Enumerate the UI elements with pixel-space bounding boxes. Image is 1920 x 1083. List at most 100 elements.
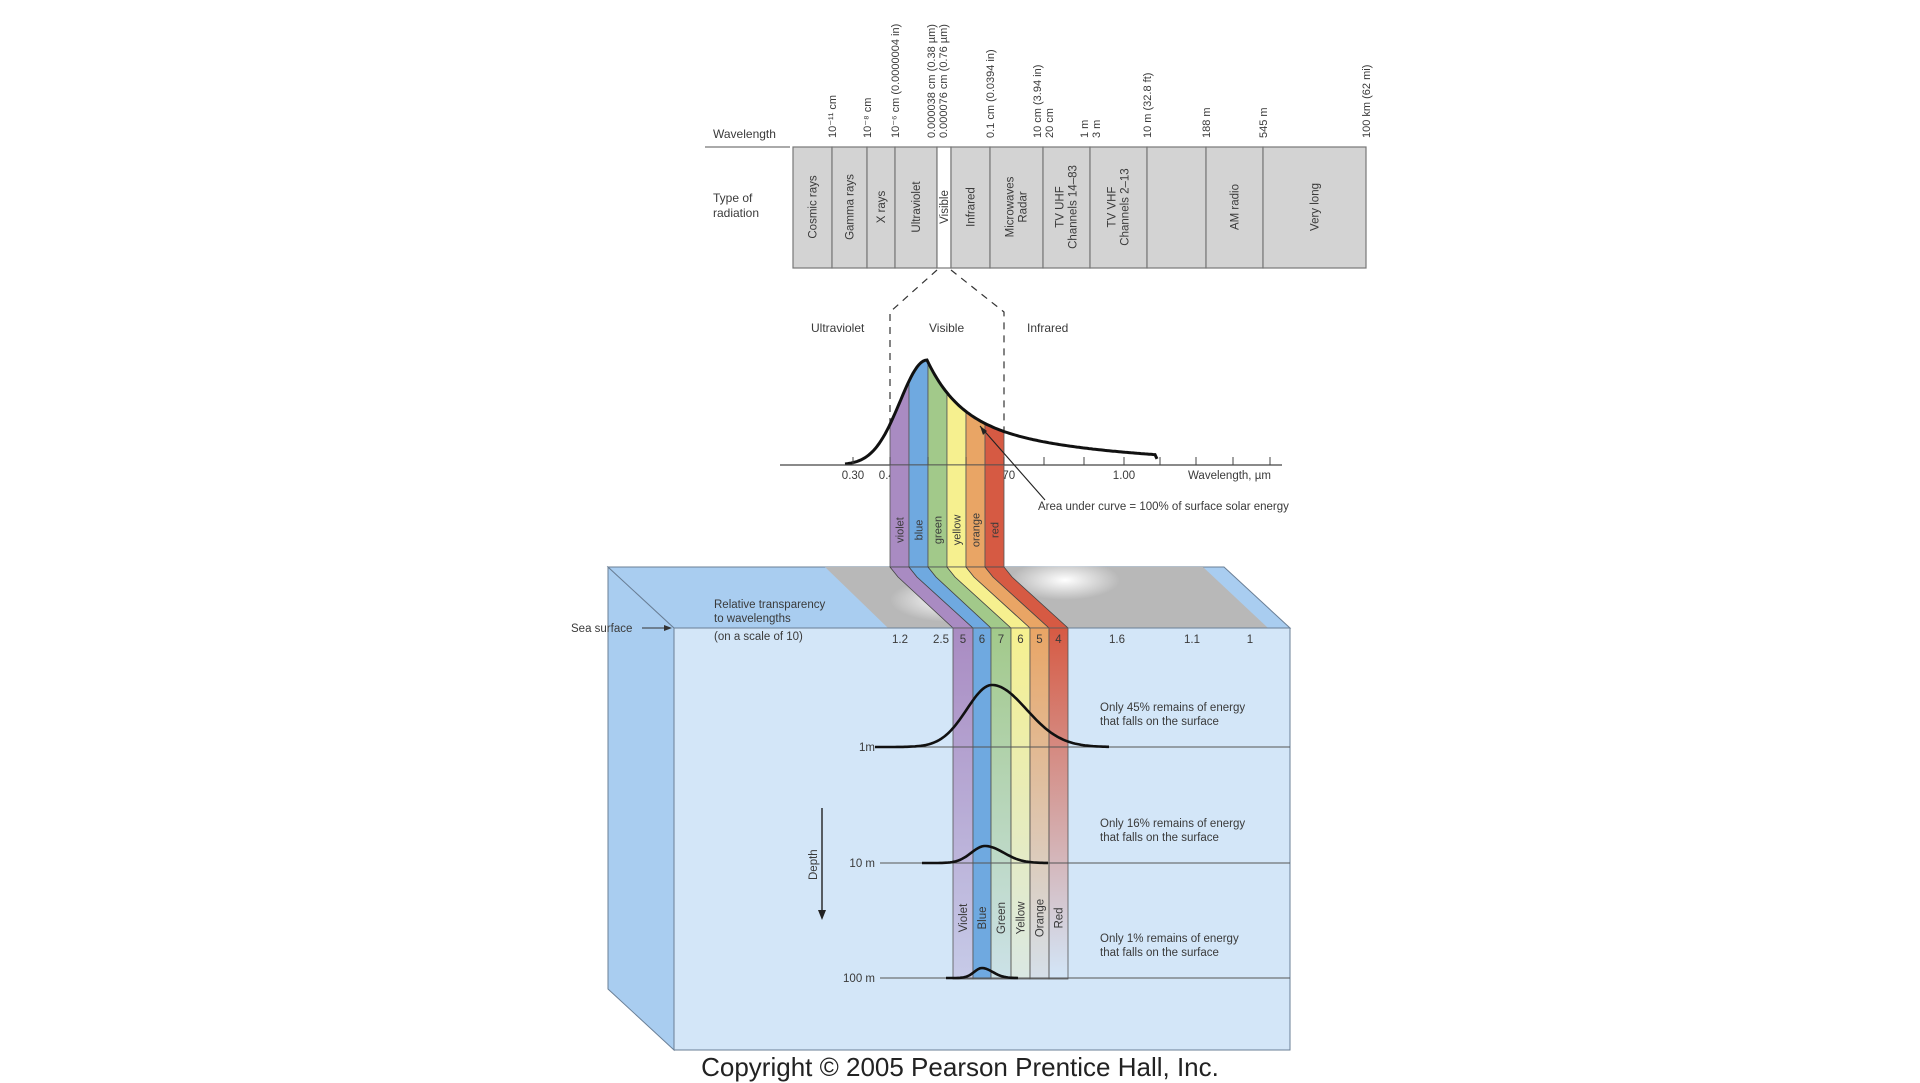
energy-remaining-note: Only 16% remains of energy (1100, 818, 1245, 830)
band-name-label: violet (895, 517, 907, 543)
beam-band-violet (889, 464, 910, 568)
energy-remaining-note: Only 45% remains of energy (1100, 702, 1245, 714)
radiation-type-label: Microwaves (1005, 176, 1017, 237)
radiation-type-label: Radar (1018, 191, 1030, 222)
transparency-value: 2.5 (933, 634, 949, 646)
radiation-type-label: Channels 14–83 (1068, 165, 1080, 249)
wavelength-label: Wavelength (713, 127, 776, 141)
wavelength-tick-label: 0.000038 cm (0.38 µm) (926, 24, 938, 138)
radiation-type-label: Infrared (966, 187, 978, 227)
region-label-ultraviolet: Ultraviolet (811, 321, 865, 335)
transparency-label-line2: to wavelengths (714, 613, 791, 625)
radiation-cell (1262, 146, 1367, 269)
axis-tick-label: 0.30 (842, 470, 864, 482)
radiation-type-label: Visible (939, 190, 951, 224)
sea-surface-label: Sea surface (571, 623, 632, 635)
deep-band-label: Yellow (1016, 901, 1028, 935)
energy-remaining-note: that falls on the surface (1100, 832, 1219, 844)
transparency-label-line1: Relative transparency (714, 599, 825, 611)
ocean-block: Violet Blue Green Yellow Orange Red Relative … (571, 560, 1292, 1052)
deep-band-label: Green (996, 902, 1008, 934)
energy-remaining-note: Only 1% remains of energy (1100, 933, 1239, 945)
transparency-label-line3: (on a scale of 10) (714, 631, 803, 643)
wavelength-tick-label: 10⁻⁶ cm (0.0000004 in) (890, 24, 902, 138)
band-name-label: green (933, 516, 945, 544)
area-under-curve-note: Area under curve = 100% of surface solar… (1038, 501, 1289, 513)
wavelength-tick-label: 0.000076 cm (0.76 µm) (938, 24, 950, 138)
transparency-value: 5 (1036, 634, 1042, 646)
annotation-arrowhead (980, 426, 987, 435)
radiation-cell (1146, 146, 1207, 269)
sea-surface-arrowhead (664, 625, 672, 631)
wavelength-tick-label: 20 cm (1044, 108, 1056, 138)
band-name-label: blue (914, 520, 926, 541)
wavelength-tick-label: 10 m (32.8 ft) (1142, 73, 1154, 138)
visible-projection (889, 269, 1005, 430)
wavelength-tick-label: 10⁻¹¹ cm (827, 95, 839, 138)
spectrum-table: Wavelength Type of radiation Cosmic rays… (705, 24, 1373, 269)
light-glow-right (1010, 560, 1120, 600)
block-left-face (607, 565, 675, 1052)
wavelength-tick-label: 10 cm (3.94 in) (1032, 65, 1044, 138)
copyright-text: Copyright © 2005 Pearson Prentice Hall, … (701, 1052, 1219, 1082)
transparency-value: 1.2 (892, 634, 908, 646)
energy-remaining-note: that falls on the surface (1100, 947, 1219, 959)
wavelength-axis-label: Wavelength, µm (1188, 470, 1271, 482)
solar-curve-chart: Ultraviolet Visible Infrared 0.300.400.5… (780, 321, 1289, 568)
attenuated-energy-curve (922, 844, 1048, 865)
band-name-label: yellow (952, 515, 964, 546)
radiation-type-label: X rays (876, 190, 888, 223)
wavelength-tick-label: 10⁻⁸ cm (862, 98, 874, 138)
radiation-type-label: Very long (1310, 183, 1322, 231)
wavelength-tick-label: 545 m (1258, 107, 1270, 138)
band-name-label: orange (971, 513, 983, 547)
band-name-label: red (990, 522, 1002, 538)
annotation-arrow (979, 425, 1046, 501)
radiation-cell (1042, 146, 1091, 269)
depth-level-label: 1m (859, 742, 875, 754)
solar-energy-curve (844, 358, 1159, 466)
radiation-type-label: Channels 2–13 (1120, 168, 1132, 245)
deep-band-label: Orange (1035, 899, 1047, 937)
region-label-infrared: Infrared (1027, 321, 1068, 335)
transparency-value: 1 (1247, 634, 1253, 646)
transparency-value: 6 (1017, 634, 1023, 646)
transparency-value: 4 (1055, 634, 1062, 646)
transparency-value: 7 (998, 634, 1004, 646)
radiation-type-label: TV UHF (1055, 186, 1067, 228)
attenuated-energy-curve (946, 966, 1019, 980)
radiation-type-label: TV VHF (1107, 187, 1119, 228)
deep-band-label: Red (1054, 907, 1066, 928)
depth-arrowhead (818, 910, 826, 920)
energy-remaining-note: that falls on the surface (1100, 716, 1219, 728)
beam-band-red (984, 464, 1005, 568)
deep-band-red (1048, 627, 1069, 980)
radiation-type-label: Cosmic rays (808, 175, 820, 239)
type-label-line2: radiation (713, 206, 759, 220)
deep-band-label: Violet (958, 903, 970, 932)
depth-level-label: 100 m (843, 973, 875, 985)
wavelength-tick-label: 1 m (1079, 120, 1091, 138)
wavelength-tick-label: 0.1 cm (0.0394 in) (985, 49, 997, 138)
radiation-type-label: AM radio (1230, 184, 1242, 230)
radiation-cell (1089, 146, 1148, 269)
transparency-value: 1.1 (1184, 634, 1200, 646)
wavelength-tick-label: 3 m (1091, 120, 1103, 138)
beam-band-blue (908, 464, 929, 568)
radiation-cell (989, 146, 1044, 269)
projection-line-right (950, 269, 1005, 430)
deep-band-label: Blue (977, 906, 989, 929)
transparency-value: 5 (960, 634, 966, 646)
radiation-cell (1205, 146, 1264, 269)
radiation-type-label: Gamma rays (845, 174, 857, 240)
radiation-cell (831, 146, 868, 269)
depth-label: Depth (808, 849, 820, 880)
region-label-visible: Visible (929, 321, 964, 335)
wavelength-tick-label: 100 km (62 mi) (1361, 65, 1373, 138)
transparency-value: 1.6 (1109, 634, 1125, 646)
transparency-value: 6 (979, 634, 985, 646)
radiation-cell (866, 146, 896, 269)
axis-tick-label: 1.00 (1113, 470, 1135, 482)
curve-band-violet (889, 380, 910, 466)
